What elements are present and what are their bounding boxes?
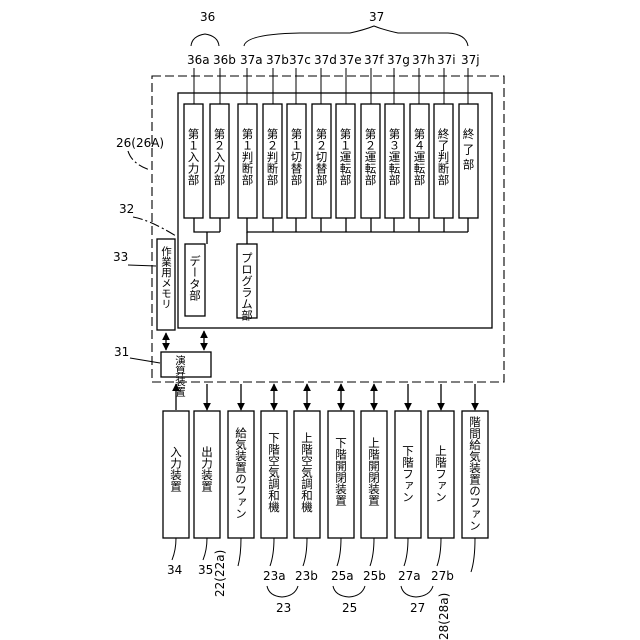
endjudge-label: 終了判断部 [437,127,451,185]
leader-31 [130,358,160,363]
bracket-23 [267,586,298,597]
ref-37c: 37c [289,53,311,67]
leader-27b [437,538,441,566]
ref-37j: 37j [461,53,480,67]
bracket-27 [401,586,433,597]
program-bus [247,218,468,232]
ref-23a: 23a [263,569,286,583]
ref-37a: 37a [240,53,263,67]
judge2-label: 第２判断部 [266,127,280,185]
run1-label: 第１運転部 [339,127,353,185]
leader-25a [337,538,341,566]
ref-23b: 23b [295,569,318,583]
ref-25: 25 [342,601,357,615]
ref-27: 27 [410,601,425,615]
program-unit-label: プログラム部 [240,252,254,321]
run4-label: 第４運転部 [413,127,427,185]
work-memory-label: 作業用メモリ [160,246,172,309]
upper-ac-label: 上階空気調和機 [300,432,314,513]
ref-37: 37 [369,10,384,24]
ref-36b: 36b [213,53,236,67]
ref-32: 32 [119,202,134,216]
ref-37h: 37h [412,53,435,67]
upper-open-label: 上階開閉装置 [367,437,381,506]
ref-36a: 36a [187,53,210,67]
ref-27a: 27a [398,569,421,583]
bracket-25 [333,586,365,597]
second-input-label: 第２入力部 [213,127,227,185]
lower-open-label: 下階開閉装置 [334,437,348,506]
lower-fan-label: 下階ファン [401,445,415,503]
ref-35: 35 [198,563,213,577]
ref-33: 33 [113,250,128,264]
leader-35 [203,538,207,560]
ref-23: 23 [276,601,291,615]
run3-label: 第３運転部 [388,127,402,185]
ref-37b: 37b [266,53,289,67]
leader-22 [238,538,241,566]
cpu-box [161,352,211,377]
ref-37f: 37f [364,53,384,67]
leader-26 [128,151,150,170]
leader-25b [370,538,374,566]
lower-ac-label: 下階空気調和機 [267,432,281,513]
bracket-37 [244,26,468,46]
switch1-label: 第１切替部 [290,127,304,185]
ref-31: 31 [114,345,129,359]
ref-25a: 25a [331,569,354,583]
switch2-label: 第２切替部 [315,127,329,185]
ref-25b: 25b [363,569,386,583]
ref-28: 28(28a) [437,593,451,640]
ref-22: 22(22a) [213,550,227,597]
leader-23a [270,538,274,566]
ref-37d: 37d [314,53,337,67]
input-device-label: 入力装置 [169,446,183,492]
leader-27a [404,538,408,566]
first-input-label: 第１入力部 [187,127,201,185]
bracket-36 [191,34,219,46]
stair-fan-label: 階間給気装置のファン [468,415,482,531]
judge1-label: 第１判断部 [241,127,255,185]
leader-28 [471,538,475,572]
ref-26: 26(26A) [116,136,164,150]
run2-label: 第２運転部 [364,127,378,185]
output-device-label: 出力装置 [200,445,214,492]
ref-34: 34 [167,563,182,577]
ref-37i: 37i [437,53,456,67]
ref-36: 36 [200,10,215,24]
data-bus [194,218,220,244]
end-label: 終 了 部 [462,127,476,170]
leader-23b [303,538,307,566]
ref-37e: 37e [339,53,362,67]
supply-fan-label: 給気装置のファン [234,426,248,519]
data-unit-label: データ部 [188,254,202,301]
leader-34 [172,538,176,560]
leader-32 [133,217,176,236]
upper-fan-label: 上階ファン [434,445,448,503]
ref-27b: 27b [431,569,454,583]
ref-37g: 37g [387,53,410,67]
